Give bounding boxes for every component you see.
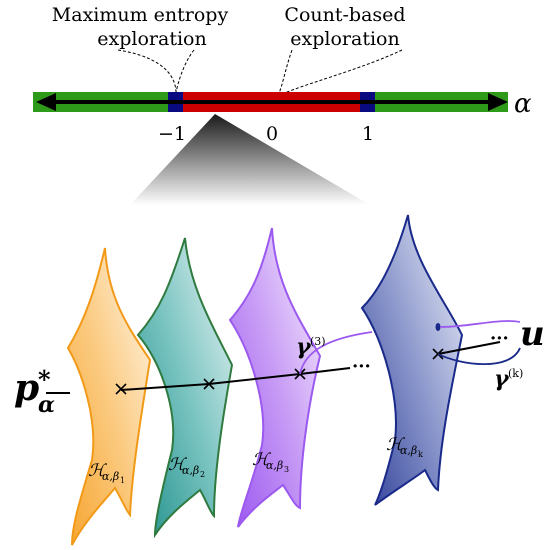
count-based-leader-line-2 (277, 49, 403, 97)
h2-base: ℋ (168, 455, 188, 475)
h1-sub: α,β (102, 470, 119, 483)
count-based-label-line2: exploration (290, 28, 399, 50)
surface-hk (360, 214, 464, 506)
h2-subsub: 2 (200, 470, 205, 479)
hk-subsub: k (418, 450, 423, 459)
cross-marker-2 (203, 378, 215, 390)
gamma-k-label: γ (k) (494, 366, 523, 392)
max-entropy-leader-line-2 (175, 49, 195, 93)
gamma-3-label: γ (3) (296, 334, 326, 360)
max-entropy-label-line2: exploration (97, 28, 206, 50)
p-star-base: p (14, 367, 39, 409)
alpha-axis-symbol: α (514, 89, 532, 119)
h-label-3: ℋ α,β 3 (252, 450, 289, 474)
h-label-2: ℋ α,β 2 (168, 455, 205, 479)
h3-base: ℋ (252, 450, 272, 470)
tick-label-one: 1 (362, 123, 374, 145)
ellipsis-right: ··· (490, 328, 509, 349)
gamma-k-lower-curve (437, 347, 521, 365)
ellipsis-middle: ··· (352, 356, 371, 377)
h-label-1: ℋ α,β 1 (88, 461, 125, 485)
h3-sub: α,β (266, 459, 283, 472)
projection-line-2-3 (208, 373, 301, 385)
gamma-k-base: γ (494, 366, 510, 392)
projection-line-k-u (437, 341, 501, 355)
hk-sub: α,β (400, 444, 417, 457)
p-star-alpha-label: p * α (14, 365, 55, 418)
h1-base: ℋ (88, 461, 108, 481)
cross-marker-1 (115, 383, 127, 395)
gamma-k-sup: (k) (508, 367, 523, 380)
p-star-sub: α (38, 392, 55, 418)
zoom-cone (130, 114, 370, 205)
max-entropy-leader-line (117, 49, 177, 93)
axis-arrow-left-icon (36, 93, 56, 111)
tick-label-minus-one: −1 (158, 123, 186, 145)
gamma-3-base: γ (296, 334, 312, 360)
projection-line-3-dots (299, 367, 351, 375)
h2-sub: α,β (182, 464, 199, 477)
u-label: u (520, 314, 545, 354)
count-based-label-line1: Count-based (284, 4, 405, 26)
hk-base: ℋ (386, 435, 406, 455)
h1-subsub: 1 (120, 476, 125, 485)
h-label-k: ℋ α,β k (386, 435, 423, 459)
axis-arrow-right-icon (488, 93, 508, 111)
projection-line-1-2 (120, 383, 210, 391)
p-star-sup: * (38, 365, 51, 394)
tick-label-zero: 0 (266, 123, 278, 145)
h3-subsub: 3 (284, 465, 289, 474)
gamma-3-sup: (3) (310, 335, 326, 348)
gamma-k-start-point (435, 323, 441, 331)
gamma-k-upper-curve (439, 320, 521, 328)
max-entropy-label-line1: Maximum entropy (52, 4, 229, 26)
count-based-leader-line (277, 49, 293, 97)
gamma-3-curve (299, 331, 373, 375)
surface-h1 (66, 247, 152, 546)
